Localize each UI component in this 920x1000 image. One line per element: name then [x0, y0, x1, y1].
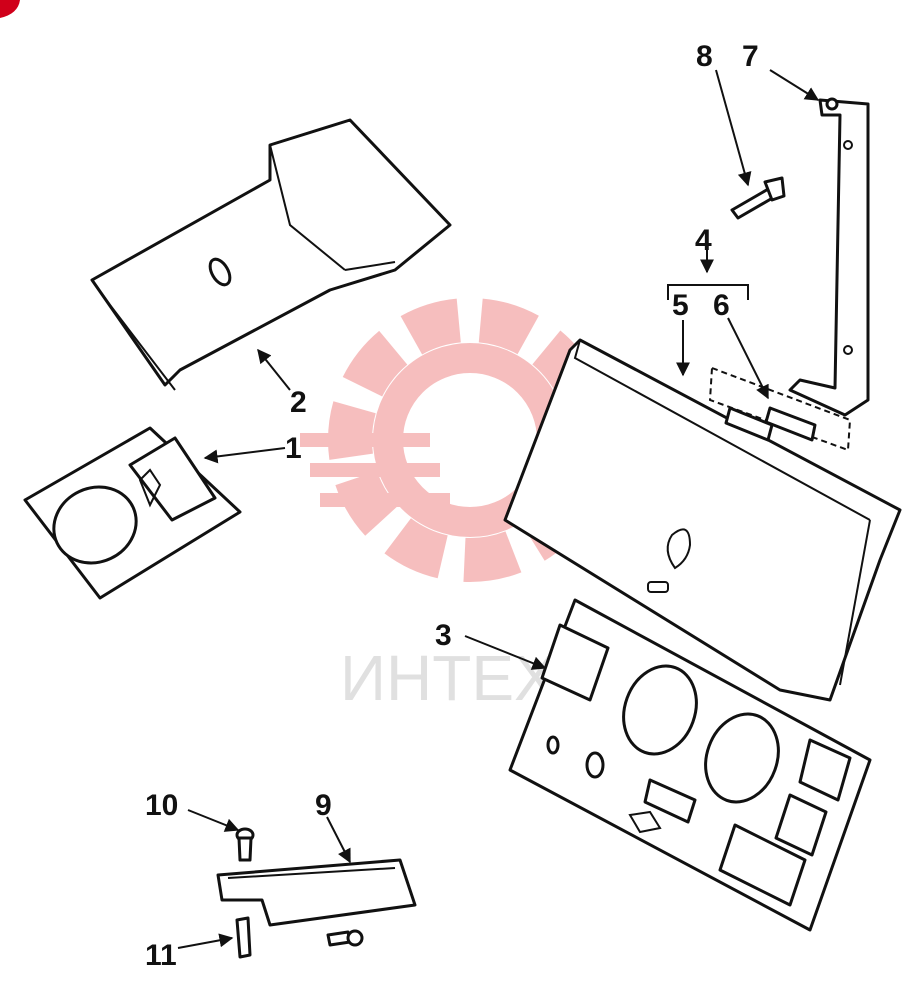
callout-6: 6 — [713, 289, 730, 322]
callout-11: 11 — [145, 939, 177, 972]
part-4-dash-housing — [503, 338, 902, 702]
part-10-screw — [235, 827, 255, 862]
corner-mark — [0, 0, 20, 18]
callout-10: 10 — [145, 789, 178, 822]
part-3-instrument-panel — [508, 598, 872, 932]
callout-labels: 1 2 3 4 5 6 7 8 9 10 11 — [145, 40, 759, 972]
part-2-cover — [90, 118, 452, 391]
part-7-bracket — [788, 97, 870, 417]
callout-3: 3 — [435, 619, 452, 652]
watermark-text: ИНТЕХ — [340, 642, 557, 714]
part-8-bolt — [730, 176, 786, 220]
callout-1: 1 — [285, 432, 302, 465]
callout-2: 2 — [290, 386, 307, 419]
part-9-small-bracket — [216, 858, 417, 927]
callout-5: 5 — [672, 289, 689, 322]
part-11-stud — [235, 916, 252, 959]
callout-8: 8 — [696, 40, 713, 73]
callout-7: 7 — [742, 40, 759, 73]
part-1-gauge-plate — [23, 426, 242, 600]
screw-detail — [326, 929, 364, 947]
callout-4: 4 — [695, 224, 712, 257]
leader-lines — [177, 69, 820, 949]
callout-9: 9 — [315, 789, 332, 822]
